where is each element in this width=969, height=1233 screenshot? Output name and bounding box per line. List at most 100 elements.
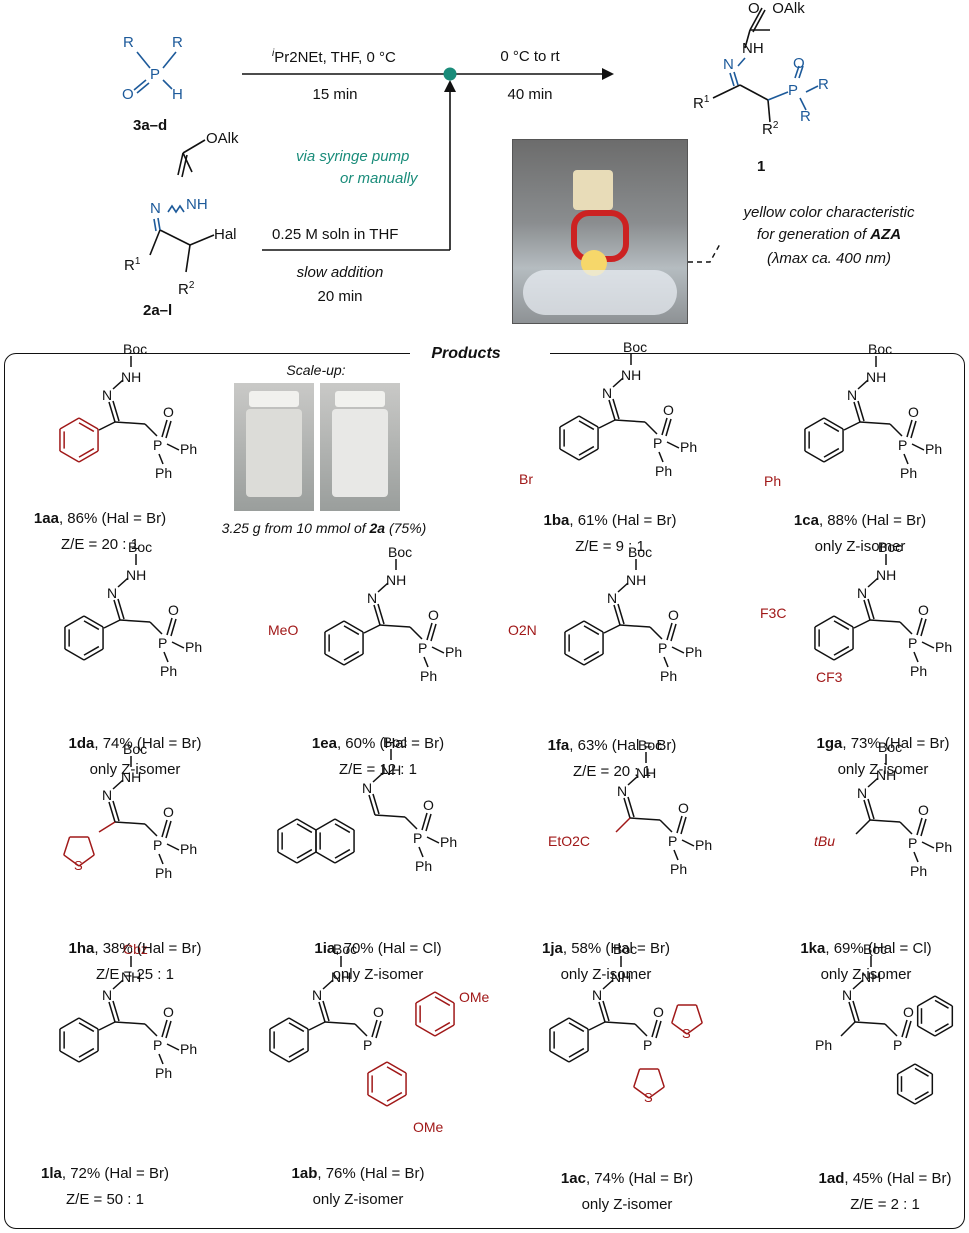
imine-n: N [107,585,117,601]
product-caption-1ad: 1ad, 45% (Hal = Br) [819,1170,952,1187]
product-yield: , 38% (Hal = Br) [94,940,202,957]
imine-n: N [592,987,602,1003]
reagent3-r-left: R [123,34,134,51]
nh-label: NH [331,969,351,985]
product-yield: , 69% (Hal = Cl) [825,940,932,957]
ice-bath [523,270,677,315]
nh-label: NH [876,767,896,783]
oxygen-label: O [163,804,174,820]
oxygen-label: O [678,800,689,816]
imine-n: N [857,585,867,601]
reagent3-label: 3a–d [133,117,168,134]
product-selectivity-1ea: Z/E = 12 : 1 [339,761,417,778]
product-selectivity-1ha: Z/E = 25 : 1 [96,966,174,983]
product-yield: , 74% (Hal = Br) [585,1170,694,1187]
cf3-label: CF3 [816,669,843,685]
nh-label: NH [621,367,641,383]
phenyl-label: Ph [685,644,702,660]
phenyl-label: Ph [655,463,672,479]
product-id: 1ha [68,940,95,957]
note-line2: for generation of AZA [756,226,902,243]
phosphorus-label: P [413,830,422,846]
reagent3-p: P [150,66,161,83]
oxygen-label: O [903,1004,914,1020]
phenyl-label: Ph [180,441,197,457]
note-line1: yellow color characteristic [743,204,915,221]
product-selectivity-1ab: only Z-isomer [312,1191,404,1208]
protecting-group: Boc [623,339,647,355]
product-caption-1ca: 1ca, 88% (Hal = Br) [794,512,926,529]
product1-r1: R1 [693,94,710,112]
reagent2-label: 2a–l [143,302,173,319]
phosphorus-label: P [653,435,662,451]
tbu-label: tBu [814,833,835,849]
oxygen-label: O [163,1004,174,1020]
nh-label: NH [121,369,141,385]
phosphorus-label: P [893,1037,902,1053]
phenyl-label: Ph [815,1037,832,1053]
product1-ester: O OAlk [748,0,805,17]
arrow-head-right [602,68,614,80]
phenyl-label: Ph [155,1065,172,1081]
imine-n: N [312,987,322,1003]
phenyl-label: Ph [900,465,917,481]
product-selectivity-1la: Z/E = 50 : 1 [66,1191,144,1208]
oxygen-label: O [668,607,679,623]
phenyl-label: Ph [155,465,172,481]
protecting-group: Cbz [123,941,148,957]
product-selectivity-1ca: only Z-isomer [814,538,906,555]
protecting-group: Boc [613,941,637,957]
product-yield: , 63% (Hal = Br) [569,737,677,754]
ome-label: OMe [413,1119,444,1135]
product-yield: , 45% (Hal = Br) [844,1170,952,1187]
product-id: 1ab [291,1165,318,1182]
phosphorus-label: P [153,837,162,853]
meta-substituent: MeO [268,622,298,638]
oxygen-label: O [423,797,434,813]
phenyl-label: Ph [160,663,177,679]
para-substituent: Ph [764,473,781,489]
phenyl-label: Ph [415,858,432,874]
ester-label: EtO2C [548,833,590,849]
oxygen-label: O [908,404,919,420]
product-id: 1ba [543,512,570,529]
protecting-group: Boc [628,544,652,560]
phenyl-label: Ph [910,663,927,679]
product-id: 1ka [800,940,826,957]
product-caption-1ia: 1ia, 70% (Hal = Cl) [314,940,441,957]
protecting-group: Boc [878,539,902,555]
nh-label: NH [386,572,406,588]
arrow2-time: 40 min [507,86,553,103]
reagent-3-bonds [133,51,177,94]
protecting-group: Boc [878,739,902,755]
phenyl-label: Ph [660,668,677,684]
note-line3: (λmax ca. 400 nm) [766,250,892,267]
phenyl-label: Ph [445,644,462,660]
reagent2-n: N [150,200,161,217]
product-id: 1ca [793,512,819,529]
product-selectivity-1ac: only Z-isomer [581,1196,673,1213]
product-caption-1ea: 1ea, 60% (Hal = Br) [312,735,444,752]
imine-n: N [102,787,112,803]
product-yield: , 61% (Hal = Br) [569,512,677,529]
arrow2-conditions: 0 °C to rt [500,48,560,65]
phosphorus-label: P [643,1037,652,1053]
oxygen-label: O [918,602,929,618]
phenyl-label: Ph [670,861,687,877]
reagent3-h: H [172,86,183,103]
imine-n: N [617,783,627,799]
products-title-bg [410,342,550,364]
slow-addition-time: 20 min [317,288,363,305]
product1-r-right: R [818,76,829,93]
product-caption-1ja: 1ja, 58% (Hal = Br) [542,940,670,957]
product-1-bonds [712,7,771,123]
product-yield: , 86% (Hal = Br) [58,510,167,527]
